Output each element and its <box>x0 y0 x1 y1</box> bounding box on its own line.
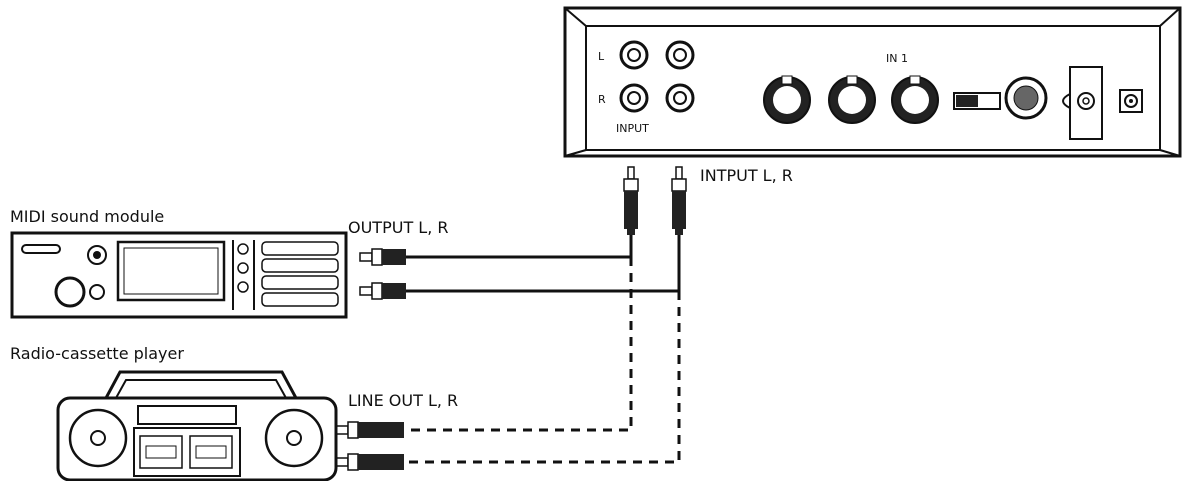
midi-module-cables <box>404 235 681 293</box>
cable-hook <box>1062 66 1103 140</box>
label-midi-module: MIDI sound module <box>10 207 164 226</box>
slide-switch <box>953 92 1001 110</box>
rca-input-jacks <box>619 40 695 113</box>
midi-din-socket-in1 <box>891 75 939 124</box>
midi-din-socket-1 <box>763 75 811 124</box>
rca-plug-left <box>623 166 639 235</box>
dc-in-jack <box>1119 89 1143 113</box>
midi-sound-module <box>10 231 348 319</box>
label-line-out-lr: LINE OUT L, R <box>348 391 458 410</box>
label-output-lr: OUTPUT L, R <box>348 218 449 237</box>
panel-label-in1: IN 1 <box>886 52 908 65</box>
line-out-plugs <box>335 421 404 471</box>
radio-cassette-cables <box>404 257 681 464</box>
label-radio-cassette: Radio-cassette player <box>10 344 184 363</box>
radio-cassette-player <box>56 370 338 481</box>
output-plugs <box>359 248 406 300</box>
panel-label-l: L <box>598 50 605 63</box>
panel-label-input: INPUT <box>616 122 649 135</box>
rca-plug-right <box>671 166 687 235</box>
label-input-lr: INTPUT L, R <box>700 166 793 185</box>
mini-din-port <box>1004 76 1048 120</box>
midi-din-socket-2 <box>828 75 876 124</box>
panel-label-r: R <box>598 93 606 106</box>
rear-panel: L R INPUT IN 1 <box>563 6 1182 158</box>
